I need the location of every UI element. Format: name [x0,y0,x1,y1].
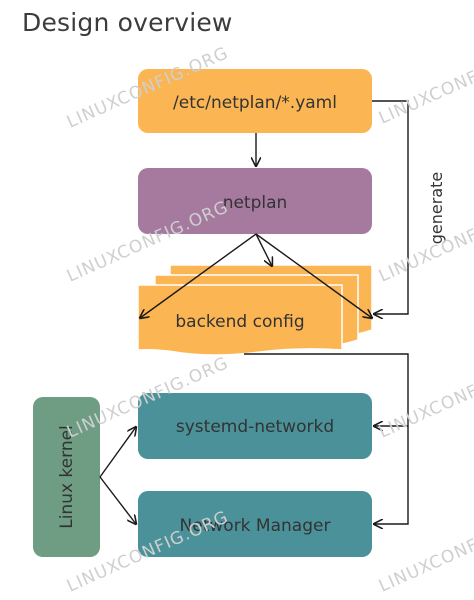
edge-netplan-to-backend-mid [255,233,272,266]
watermark-text: LINUXCONFIG.ORG [376,197,474,286]
edge-kernel-to-networkd [99,427,136,478]
nm-node [138,491,372,557]
edge-backend-to-nm [374,426,409,524]
nm-node-label: Network Manager [180,516,331,536]
networkd-node-label: systemd-networkd [176,417,334,437]
netplan-node-label: netplan [223,193,288,213]
backend-config-node: backend config [137,264,373,356]
netplan-node [138,168,372,234]
yaml-node-label: /etc/netplan/*.yaml [173,93,337,113]
edge-generate [372,100,409,314]
backend-node-label: backend config [175,312,304,332]
yaml-node [138,69,372,133]
backend-doc-front [137,284,343,356]
edge-netplan-to-backend-right [255,233,372,318]
watermark-text: LINUXCONFIG.ORG [376,39,474,128]
edge-kernel-to-nm [99,476,136,524]
networkd-node [138,393,372,459]
edge-backend-to-networkd [244,353,409,426]
generate-edge-label: generate [427,172,446,244]
edge-netplan-to-backend-left [140,233,257,318]
page-title: Design overview [22,8,233,37]
watermark-text: LINUXCONFIG.ORG [376,507,474,596]
kernel-node-label: Linux kernel [57,425,77,529]
kernel-node [33,397,100,557]
watermark-text: LINUXCONFIG.ORG [376,353,474,442]
